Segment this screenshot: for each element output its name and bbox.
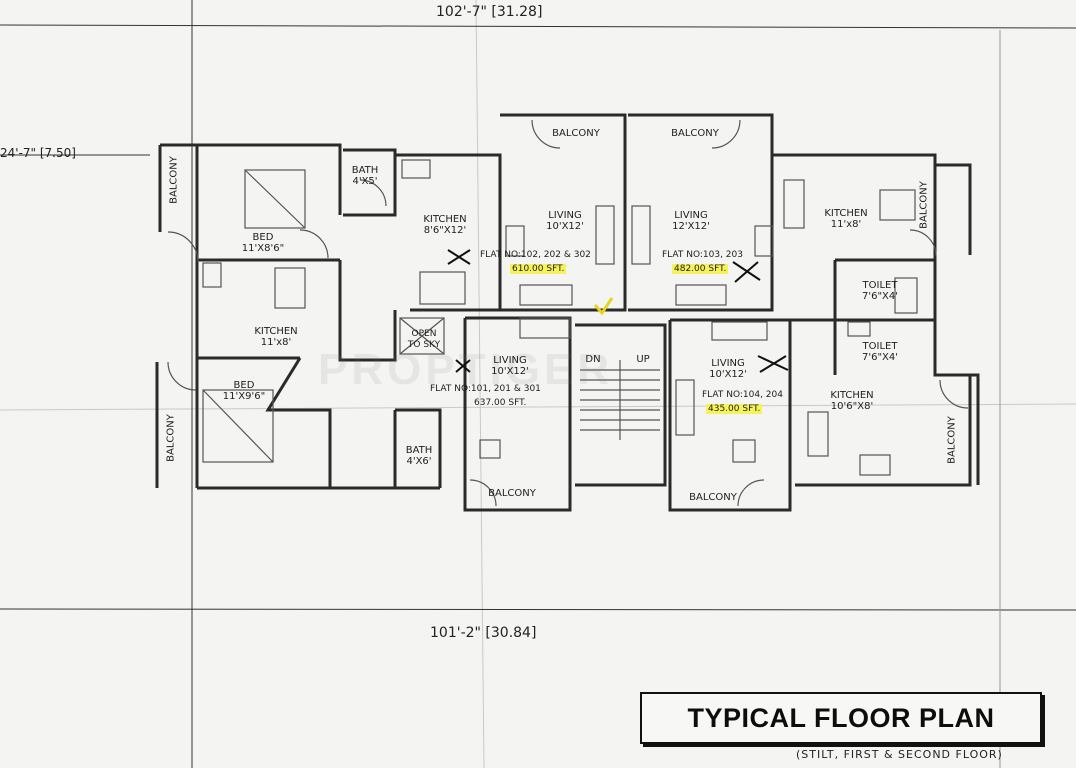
room-size: 11'X8'6" (241, 243, 285, 254)
room-name: BED (233, 380, 255, 391)
room-name: KITCHEN (254, 326, 298, 337)
room-name: LIVING (548, 210, 582, 221)
page-subtitle: (STILT, FIRST & SECOND FLOOR) (796, 748, 1003, 761)
watermark: PROPTIGER (318, 345, 614, 394)
room-size: 11'x8' (260, 337, 292, 348)
flat-label-102: FLAT NO:102, 202 & 302 610.00 SFT. (480, 250, 591, 274)
room-name: LIVING (674, 210, 708, 221)
room-label-balcony-bottom-1: BALCONY (488, 488, 536, 499)
stair-label-dn: DN (585, 354, 601, 365)
room-size: 7'6"X4' (861, 352, 899, 363)
room-size: 7'6"X4' (861, 291, 899, 302)
room-size: 10'X12' (709, 369, 747, 380)
room-name-2: TO SKY (407, 340, 441, 350)
flat-label-103: FLAT NO:103, 203 482.00 SFT. (662, 250, 743, 274)
top-dimension: 102'-7" [31.28] (436, 4, 543, 20)
left-dimension: 24'-7" [7.50] (0, 146, 76, 160)
room-size: 10'X12' (546, 221, 584, 232)
room-size: 11'x8' (830, 219, 862, 230)
room-size: 10'X12' (491, 366, 529, 377)
room-size: 11'X9'6" (222, 391, 266, 402)
room-name: OPEN (411, 329, 437, 339)
room-size: 8'6"X12' (423, 225, 467, 236)
flat-area: 435.00 SFT. (706, 404, 763, 414)
building-walls (155, 113, 980, 512)
room-name: TOILET (862, 280, 898, 291)
interior-details (167, 119, 969, 507)
flat-number: FLAT NO:103, 203 (662, 250, 743, 260)
page-title: TYPICAL FLOOR PLAN (687, 702, 995, 733)
room-label-balcony-bottom-2: BALCONY (689, 492, 737, 503)
room-name: KITCHEN (423, 214, 467, 225)
checkmark (593, 297, 614, 316)
pen-marks (447, 249, 789, 373)
flat-label-101: FLAT NO:101, 201 & 301 637.00 SFT. (430, 384, 541, 408)
stair-label-up: UP (636, 354, 650, 365)
flat-area: 610.00 SFT. (510, 264, 567, 274)
room-name: LIVING (711, 358, 745, 369)
flat-number: FLAT NO:101, 201 & 301 (430, 384, 541, 394)
room-name: LIVING (493, 355, 527, 366)
room-name: BATH (351, 165, 379, 176)
room-size: 4'X6' (406, 456, 432, 467)
flat-number: FLAT NO:104, 204 (702, 390, 783, 400)
room-label-balcony-top-2: BALCONY (671, 128, 719, 139)
room-name: BED (252, 232, 274, 243)
room-name: KITCHEN (830, 390, 874, 401)
bottom-dimension: 101'-2" [30.84] (430, 625, 537, 641)
balcony-label-bottom-right: BALCONY (946, 416, 958, 464)
balcony-label-bottom-left: BALCONY (165, 414, 177, 462)
title-box: TYPICAL FLOOR PLAN (640, 692, 1042, 744)
room-name: TOILET (862, 341, 898, 352)
room-size: 12'X12' (672, 221, 710, 232)
flat-label-104: FLAT NO:104, 204 435.00 SFT. (702, 390, 783, 414)
balcony-label-top-right: BALCONY (918, 181, 930, 229)
room-label-balcony-top-1: BALCONY (552, 128, 600, 139)
flat-area: 637.00 SFT. (474, 398, 527, 408)
room-size: 4'X5' (352, 176, 378, 187)
flat-number: FLAT NO:102, 202 & 302 (480, 250, 591, 260)
balcony-label-top-left: BALCONY (168, 156, 180, 204)
room-size: 10'6"X8' (830, 401, 874, 412)
flat-area: 482.00 SFT. (672, 264, 729, 274)
room-name: BATH (405, 445, 433, 456)
room-name: KITCHEN (824, 208, 868, 219)
